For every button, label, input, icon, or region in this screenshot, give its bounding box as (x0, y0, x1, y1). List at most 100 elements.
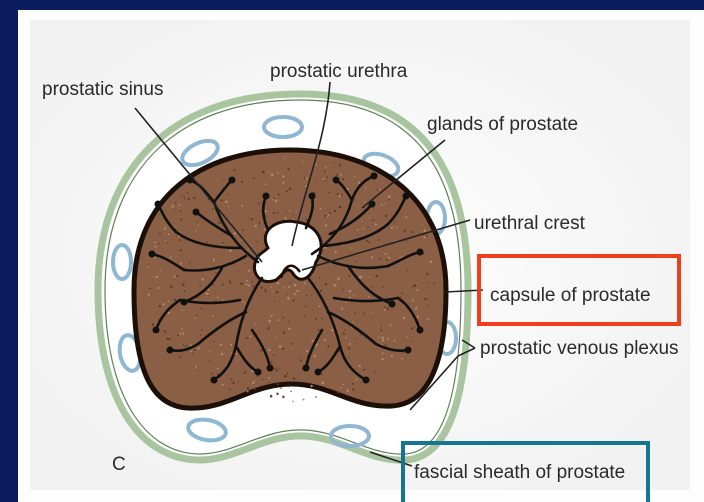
texture-dot (412, 341, 413, 342)
texture-dot (353, 321, 354, 322)
texture-dot (222, 242, 224, 244)
texture-dot (273, 212, 275, 214)
texture-dot (252, 218, 254, 220)
texture-dot (229, 250, 231, 252)
texture-dot (374, 218, 375, 219)
texture-dot (212, 315, 214, 317)
texture-dot (206, 293, 208, 295)
texture-dot (359, 365, 361, 367)
texture-dot (337, 193, 339, 195)
texture-dot (321, 318, 322, 319)
texture-dot (255, 323, 256, 324)
texture-dot (283, 332, 285, 334)
texture-dot (171, 205, 173, 207)
texture-dot (262, 379, 263, 380)
texture-dot (180, 218, 182, 220)
texture-dot (231, 378, 233, 380)
texture-dot (394, 340, 396, 342)
texture-dot (229, 388, 231, 390)
texture-dot (280, 387, 282, 389)
texture-dot (250, 335, 252, 337)
texture-dot (372, 220, 373, 221)
texture-dot (195, 230, 196, 231)
texture-dot (381, 204, 383, 206)
texture-dot (242, 229, 244, 231)
texture-dot (331, 329, 333, 331)
texture-dot (149, 287, 151, 289)
texture-dot (355, 379, 357, 381)
texture-dot (417, 289, 419, 291)
texture-dot (304, 316, 305, 317)
texture-dot (403, 317, 405, 319)
texture-dot (391, 227, 393, 229)
texture-dot (284, 158, 285, 159)
texture-dot (385, 344, 387, 346)
texture-dot (391, 355, 393, 357)
texture-dot (253, 355, 254, 356)
texture-dot (388, 195, 391, 198)
texture-dot (426, 235, 428, 237)
texture-dot (170, 257, 172, 259)
texture-dot (319, 305, 321, 307)
label-prostatic-sinus: prostatic sinus (42, 79, 163, 100)
texture-dot (168, 233, 170, 235)
texture-dot (384, 203, 385, 204)
label-glands-of-prostate: glands of prostate (427, 114, 578, 135)
texture-dot (262, 171, 265, 174)
texture-dot (294, 284, 297, 287)
texture-dot (271, 315, 273, 317)
texture-dot (253, 177, 255, 179)
texture-dot (245, 292, 246, 293)
texture-dot (197, 347, 199, 349)
texture-dot (383, 306, 385, 308)
texture-dot (276, 393, 278, 395)
texture-dot (233, 169, 235, 171)
texture-dot (405, 216, 407, 218)
texture-dot (286, 191, 288, 193)
texture-dot (343, 332, 345, 334)
texture-dot (265, 183, 267, 185)
texture-dot (287, 212, 288, 213)
texture-dot (177, 334, 179, 336)
texture-dot (327, 345, 329, 347)
texture-dot (338, 195, 340, 197)
texture-dot (254, 381, 256, 383)
texture-dot (237, 381, 238, 382)
texture-dot (349, 290, 351, 292)
texture-dot (381, 337, 383, 339)
texture-dot (302, 398, 304, 400)
texture-dot (211, 373, 213, 375)
texture-dot (369, 277, 371, 279)
texture-dot (181, 328, 182, 329)
texture-dot (387, 338, 389, 340)
texture-dot (352, 388, 354, 390)
texture-dot (348, 275, 350, 277)
texture-dot (235, 353, 237, 355)
texture-dot (412, 286, 414, 288)
texture-dot (282, 316, 284, 318)
texture-dot (287, 297, 290, 300)
texture-dot (303, 177, 305, 179)
texture-dot (273, 354, 275, 356)
texture-dot (364, 201, 365, 202)
texture-dot (182, 283, 185, 286)
texture-dot (278, 194, 280, 196)
texture-dot (185, 281, 186, 282)
texture-dot (333, 162, 334, 163)
texture-dot (180, 239, 182, 241)
texture-dot (268, 349, 270, 351)
texture-dot (182, 309, 184, 311)
texture-dot (272, 199, 274, 201)
texture-dot (286, 293, 287, 294)
texture-dot (355, 261, 357, 263)
texture-dot (426, 273, 428, 275)
texture-dot (247, 391, 249, 393)
texture-dot (337, 277, 339, 279)
texture-dot (378, 326, 379, 327)
texture-dot (297, 290, 299, 292)
texture-dot (382, 287, 383, 288)
texture-dot (305, 177, 307, 179)
texture-dot (244, 263, 246, 265)
texture-dot (353, 295, 354, 296)
texture-dot (196, 221, 197, 222)
